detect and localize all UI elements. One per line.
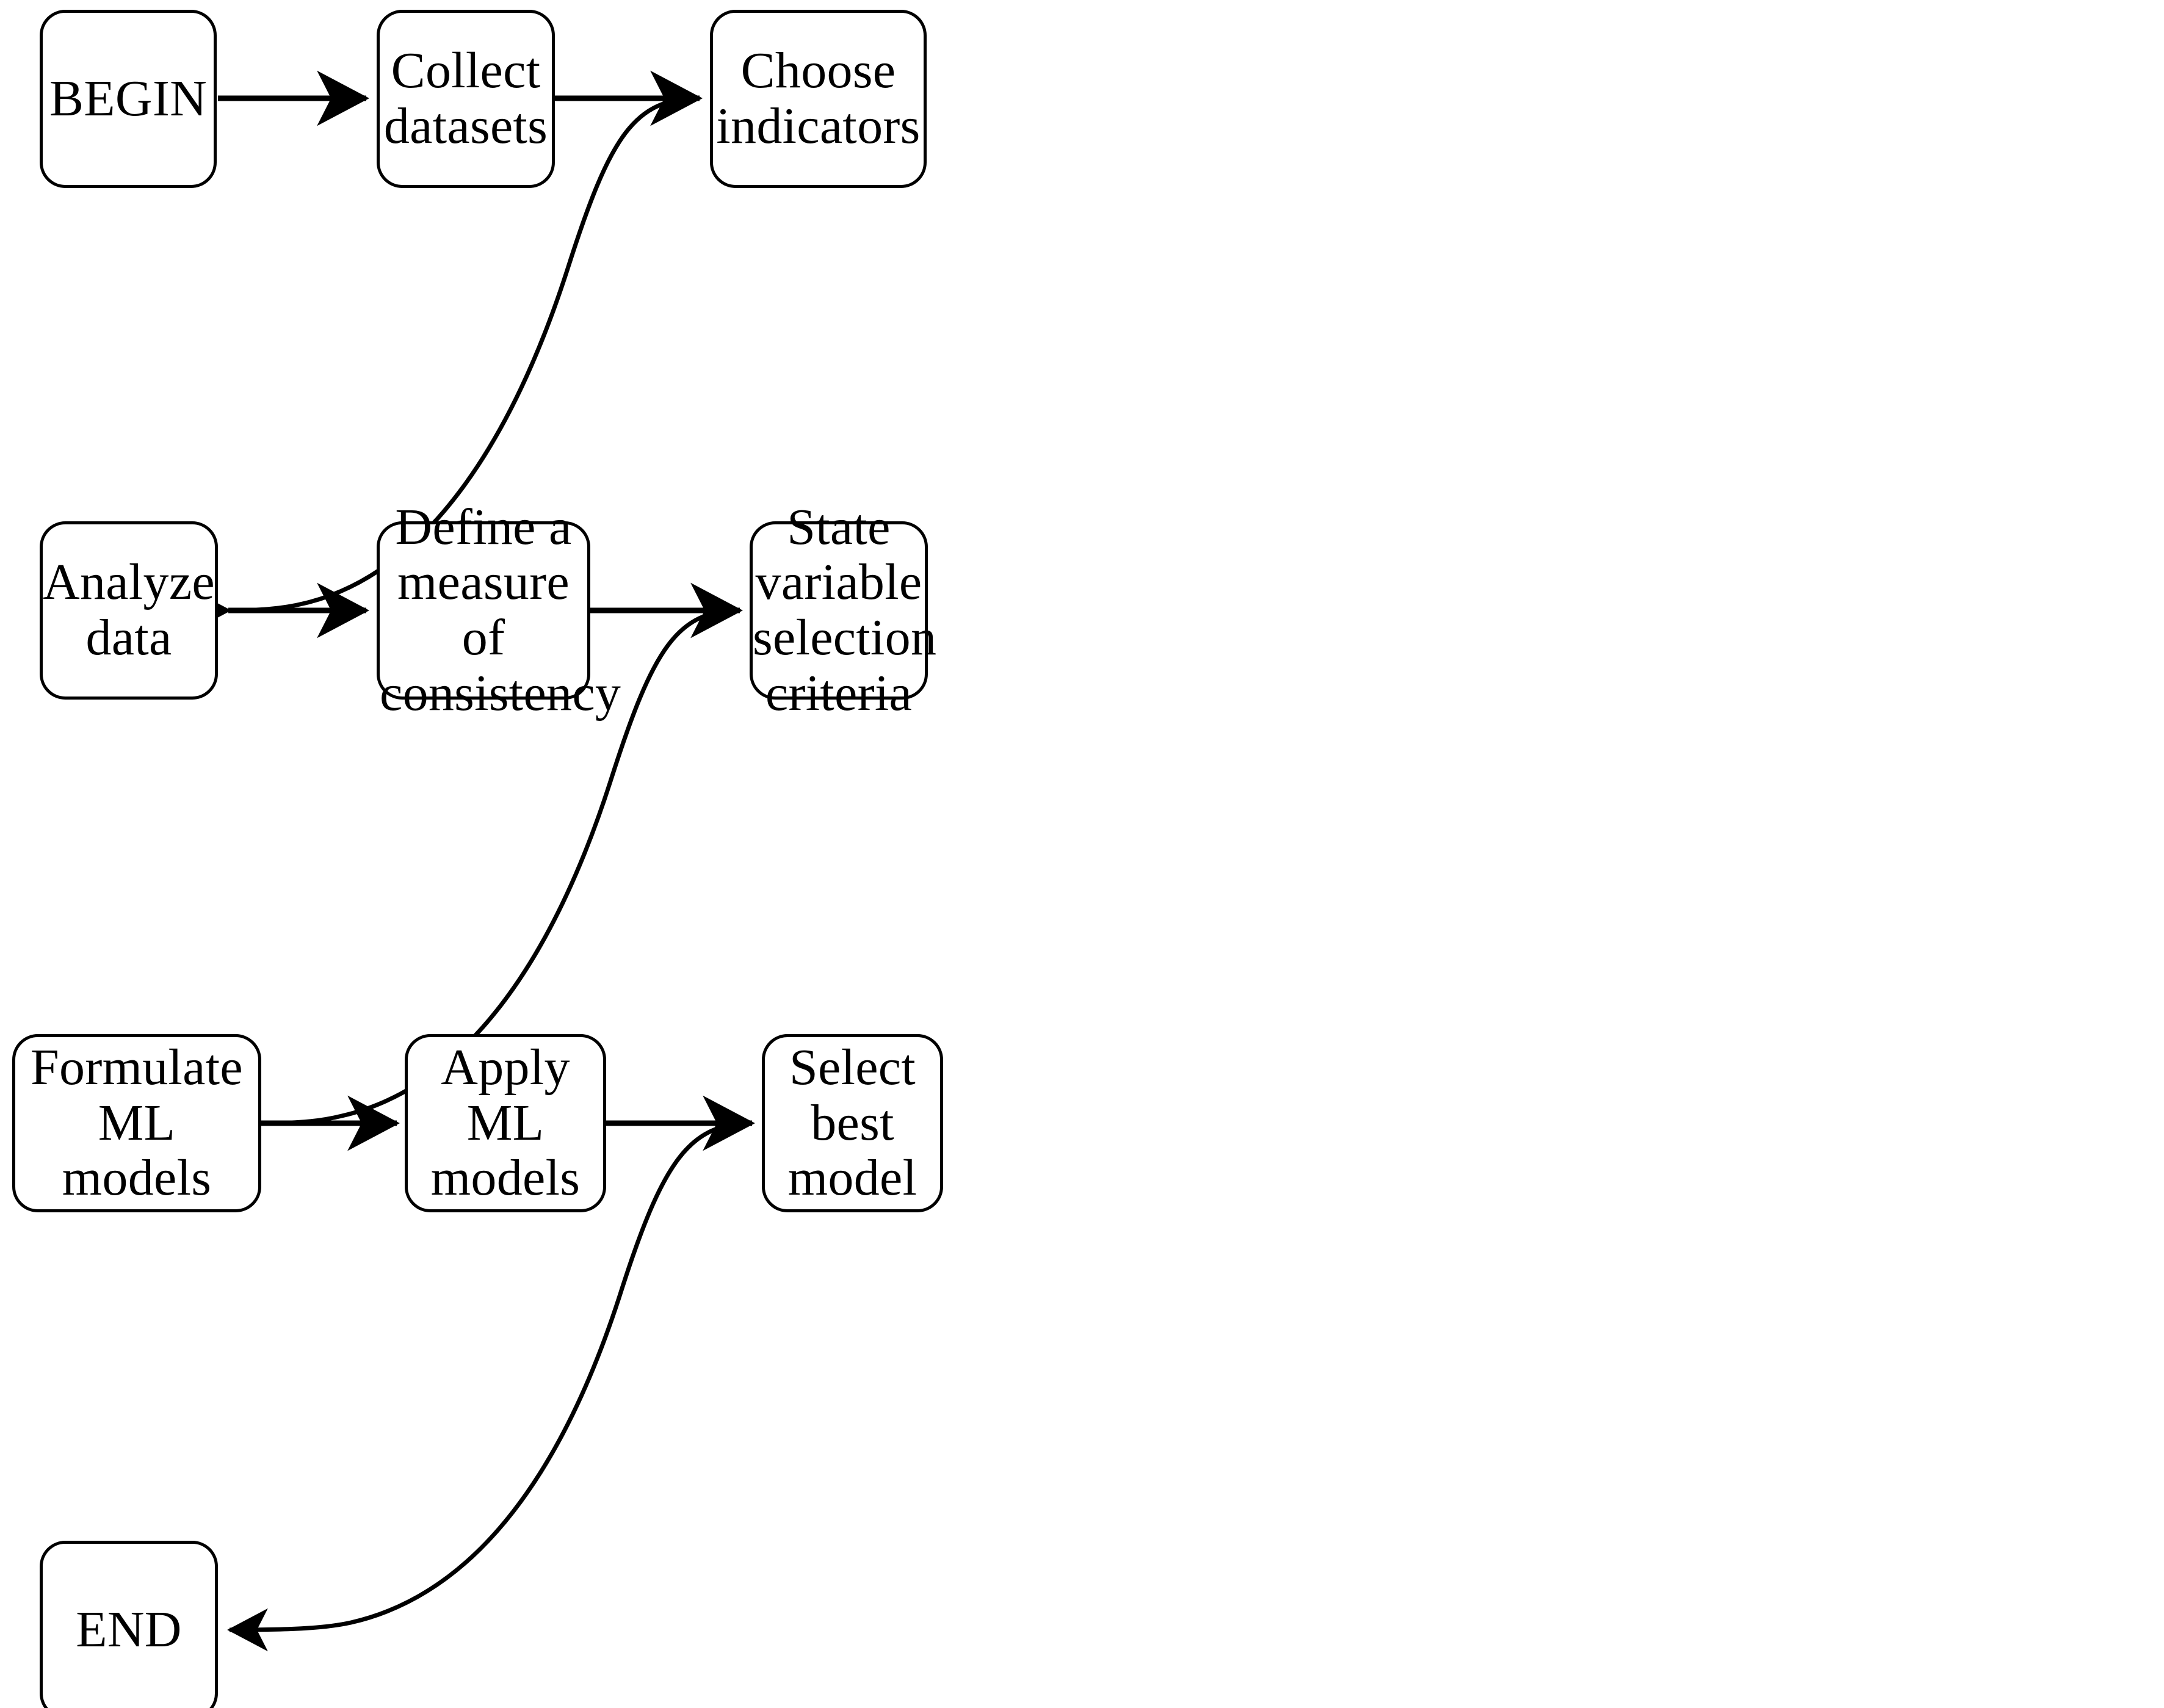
node-begin[interactable]: BEGIN [40, 10, 217, 188]
node-select-best-model-label: Select best model [787, 1038, 917, 1207]
node-apply-ml-models[interactable]: Apply ML models [405, 1034, 606, 1212]
node-formulate-ml-models-label: Formulate ML models [31, 1038, 243, 1207]
node-end[interactable]: END [40, 1541, 218, 1708]
node-formulate-ml-models[interactable]: Formulate ML models [12, 1034, 261, 1212]
node-apply-ml-models-label: Apply ML models [430, 1038, 581, 1207]
node-choose-indicators-label: Choose indicators [716, 42, 921, 154]
node-collect-datasets-label: Collect datasets [383, 42, 548, 154]
node-begin-label: BEGIN [49, 70, 208, 127]
node-collect-datasets[interactable]: Collect datasets [377, 10, 555, 188]
node-define-measure-consistency-label: Define a measure of consistency [380, 498, 621, 722]
node-analyze-data-label: Analyze data [43, 554, 215, 666]
node-define-measure-consistency[interactable]: Define a measure of consistency [377, 499, 621, 721]
node-state-variable-selection-criteria[interactable]: State variable selection criteria [750, 499, 936, 721]
node-state-variable-selection-criteria-label: State variable selection criteria [753, 498, 937, 722]
node-end-label: END [76, 1601, 182, 1658]
node-choose-indicators[interactable]: Choose indicators [710, 10, 927, 188]
node-select-best-model[interactable]: Select best model [762, 1034, 943, 1212]
node-analyze-data[interactable]: Analyze data [40, 521, 218, 700]
